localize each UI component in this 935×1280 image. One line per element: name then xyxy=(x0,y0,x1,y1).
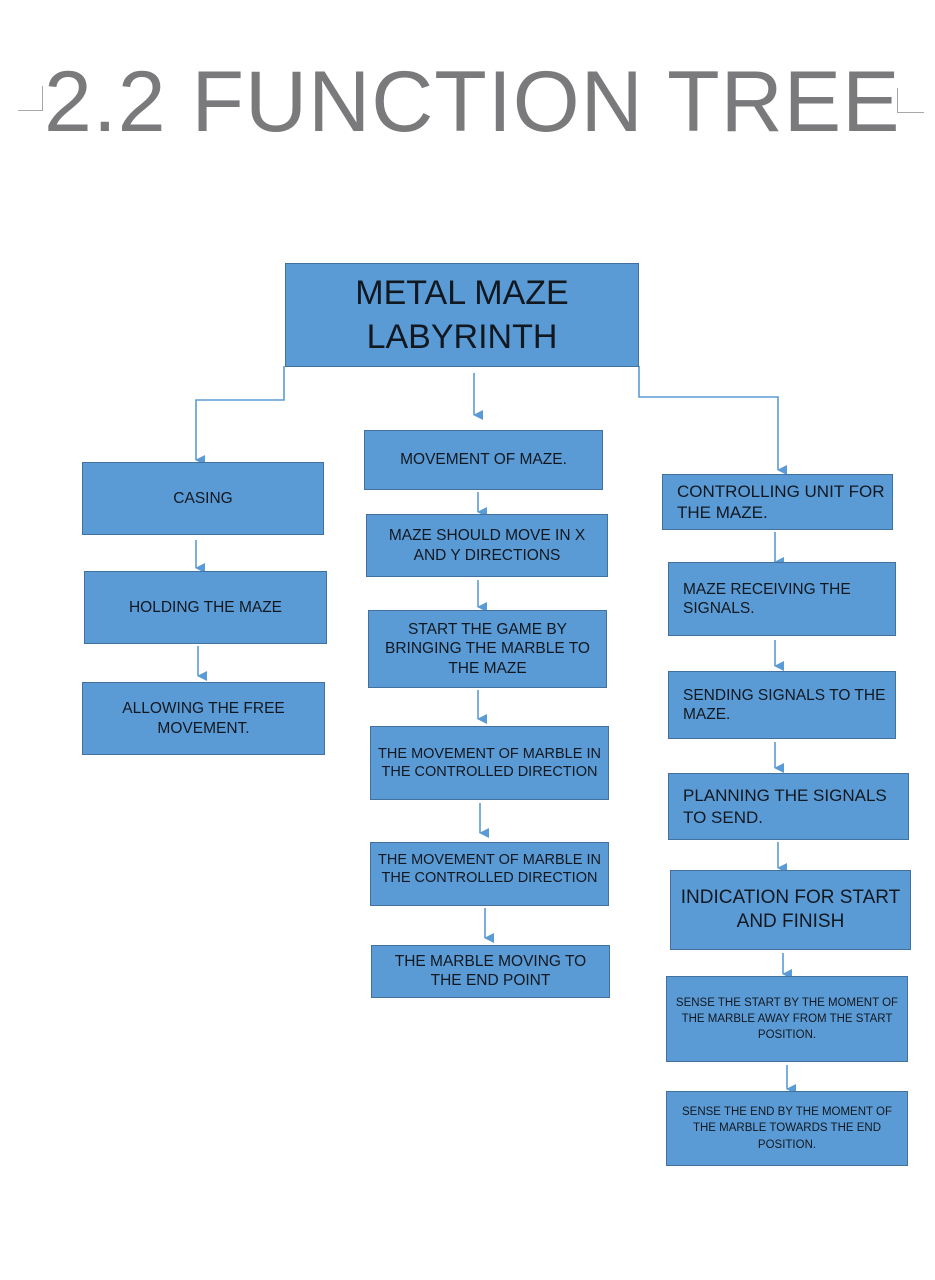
title-corner-mark-right xyxy=(897,88,924,113)
right-node-planning-signals: PLANNING THE SIGNALS TO SEND. xyxy=(668,773,909,840)
middle-node-marble-end-point: THE MARBLE MOVING TO THE END POINT xyxy=(371,945,610,998)
root-node: METAL MAZE LABYRINTH xyxy=(285,263,639,367)
right-node-sending-signals: SENDING SIGNALS TO THE MAZE. xyxy=(668,671,896,739)
middle-node-move-xy: MAZE SHOULD MOVE IN X AND Y DIRECTIONS xyxy=(366,514,608,577)
middle-node-movement-of-maze: MOVEMENT OF MAZE. xyxy=(364,430,603,490)
page-title: 2.2 FUNCTION TREE xyxy=(44,54,901,150)
right-node-indication: INDICATION FOR START AND FINISH xyxy=(670,870,911,950)
middle-node-marble-controlled-1: THE MOVEMENT OF MARBLE IN THE CONTROLLED… xyxy=(370,726,609,800)
left-node-holding-maze: HOLDING THE MAZE xyxy=(84,571,327,644)
left-node-free-movement: ALLOWING THE FREE MOVEMENT. xyxy=(82,682,325,755)
connector-root-to-controlling-unit xyxy=(638,366,787,475)
right-node-sense-start: SENSE THE START BY THE MOMENT OF THE MAR… xyxy=(666,976,908,1062)
connector-root-to-casing xyxy=(195,366,285,465)
right-node-controlling-unit: CONTROLLING UNIT FOR THE MAZE. xyxy=(662,474,893,530)
left-node-casing: CASING xyxy=(82,462,324,535)
title-corner-mark-left xyxy=(18,86,43,111)
middle-node-marble-controlled-2: THE MOVEMENT OF MARBLE IN THE CONTROLLED… xyxy=(370,842,609,906)
right-node-sense-end: SENSE THE END BY THE MOMENT OF THE MARBL… xyxy=(666,1091,908,1166)
right-node-receiving-signals: MAZE RECEIVING THE SIGNALS. xyxy=(668,562,896,636)
middle-node-start-game: START THE GAME BY BRINGING THE MARBLE TO… xyxy=(368,610,607,688)
